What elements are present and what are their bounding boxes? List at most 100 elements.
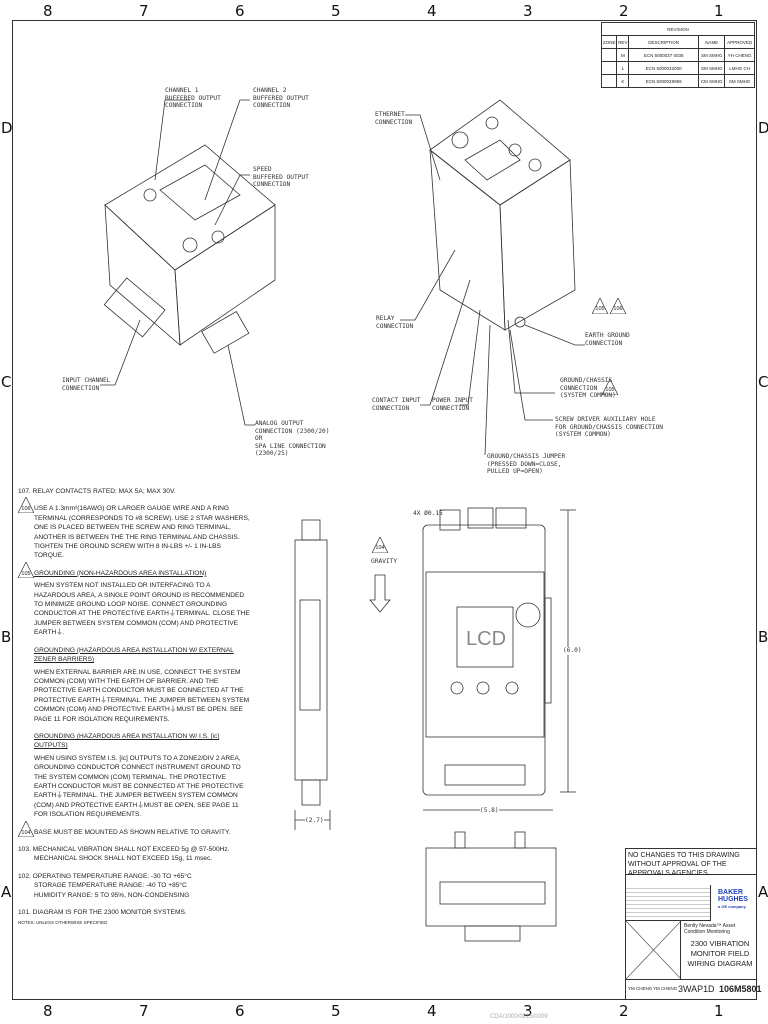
note-103b: MECHANICAL SHOCK SHALL NOT EXCEED 15g, 1… <box>34 855 213 863</box>
callout-earth-ground: EARTH GROUND CONNECTION <box>585 332 630 347</box>
approval-box <box>625 920 682 980</box>
notes-section: 107. RELAY CONTACTS RATED: MAX 5A; MAX 3… <box>18 487 250 926</box>
dim-height: (6.0) <box>563 647 582 655</box>
zone-5: 5 <box>331 2 341 20</box>
cell <box>600 74 618 88</box>
zone-7: 7 <box>139 2 149 20</box>
zone-c: C <box>758 373 768 391</box>
zone-b: B <box>1 628 12 646</box>
note-105-heading: GROUNDING (NON-HAZARDOUS AREA INSTALLATI… <box>34 569 207 577</box>
note-102a: 102. OPERATING TEMPERATURE RANGE: -30 TO… <box>18 872 192 880</box>
sheet-size: D <box>708 984 715 994</box>
marker-label: 104 <box>21 829 31 836</box>
zone-1: 1 <box>714 1002 724 1020</box>
callout-analog-output: ANALOG OUTPUT CONNECTION (2300/20) OR SP… <box>255 420 330 457</box>
note-is-heading: GROUNDING (HAZARDOUS AREA INSTALLATION W… <box>34 732 220 750</box>
revision-table: REVISION ZONE REV DESCRIPTION NAME APPRO… <box>600 22 755 88</box>
note-106: USE A 1.3mm²(16AWG) OR LARGER GAUGE WIRE… <box>34 505 250 541</box>
bottom-view <box>425 831 557 942</box>
marker-105: 105 <box>592 298 608 314</box>
callout-channel-1: CHANNEL 1 BUFFERED OUTPUT CONNECTION <box>165 87 221 109</box>
note-106-torque: TIGHTEN THE GROUND SCREW WITH 8 IN-LBS +… <box>34 543 221 560</box>
note-103a: 103. MECHANICAL VIBRATION SHALL NOT EXCE… <box>18 846 230 853</box>
callout-speed: SPEED BUFFERED OUTPUT CONNECTION <box>253 166 309 188</box>
cell: CM SMHG <box>698 74 726 88</box>
marker-104: 104 <box>18 820 34 837</box>
drawing-title: 2300 VIBRATION MONITOR FIELD WIRING DIAG… <box>687 939 753 968</box>
front-view <box>422 507 576 811</box>
note-102b: STORAGE TEMPERATURE RANGE: -40 TO +85°C <box>34 882 187 890</box>
callout-channel-2: CHANNEL 2 BUFFERED OUTPUT CONNECTION <box>253 87 309 109</box>
note-is: WHEN USING SYSTEM I.S. [ic] OUTPUTS TO A… <box>34 754 244 819</box>
note-102c: HUMIDITY RANGE: 5 TO 95%, NON-CONDENSING <box>34 891 190 899</box>
approval-warning: NO CHANGES TO THIS DRAWING WITHOUT APPRO… <box>626 849 756 877</box>
zone-5: 5 <box>331 1002 341 1020</box>
zone-2: 2 <box>619 2 629 20</box>
document-id: CDA/1000/0815/0009 <box>490 1014 548 1020</box>
zone-a: A <box>758 883 768 901</box>
marker-106: 106 <box>610 298 626 314</box>
checked-by: YM CHENG <box>653 986 678 991</box>
marker-105: 105 <box>602 379 618 395</box>
callout-relay: RELAY CONNECTION <box>376 315 414 330</box>
zone-d: D <box>1 119 13 137</box>
marker-label: 104 <box>375 545 385 551</box>
drawn-by: YM CHENG <box>628 986 653 991</box>
callout-input-channel: INPUT CHANNEL CONNECTION <box>62 377 111 392</box>
zone-b: B <box>758 628 768 646</box>
dim-depth: (2.7) <box>305 817 324 825</box>
zone-a: A <box>1 883 12 901</box>
drawing-number: 106M5801 <box>719 984 762 994</box>
marker-106: 106 <box>18 497 34 514</box>
title-block-footer: YM CHENG YM CHENG 3WAP1 D 106M5801 <box>626 979 762 1000</box>
zone-c: C <box>1 373 12 391</box>
notes-footer: NOTES: UNLESS OTHERWISE SPECIFIED <box>18 920 108 926</box>
marker-label: 105 <box>605 387 615 393</box>
isometric-view-right <box>400 99 585 456</box>
note-107: 107. RELAY CONTACTS RATED: MAX 5A; MAX 3… <box>18 488 176 495</box>
note-101: 101. DIAGRAM IS FOR THE 2300 MONITOR SYS… <box>18 909 187 917</box>
zone-4: 4 <box>427 1002 437 1020</box>
gravity-label: GRAVITY <box>371 558 398 565</box>
zone-7: 7 <box>139 1002 149 1020</box>
copyright-text <box>626 885 711 921</box>
callout-power-input: POWER INPUT CONNECTION <box>432 397 473 412</box>
callout-contact-input: CONTACT INPUT CONNECTION <box>372 397 421 412</box>
note-zener-heading: GROUNDING (HAZARDOUS AREA INSTALLATION W… <box>34 646 234 664</box>
zone-6: 6 <box>235 2 245 20</box>
drawing-border <box>12 20 757 1000</box>
zone-6: 6 <box>235 1002 245 1020</box>
note-104: BASE MUST BE MOUNTED AS SHOWN RELATIVE T… <box>34 828 231 836</box>
callout-ground-chassis: GROUND/CHASSIS CONNECTION (SYSTEM COMMON… <box>560 377 616 399</box>
zone-d: D <box>758 119 768 137</box>
dim-holes: 4X Ø0.15 <box>413 510 443 517</box>
marker-label: 106 <box>613 306 623 312</box>
marker-104: 104 <box>372 537 388 553</box>
side-view <box>294 519 331 830</box>
zone-8: 8 <box>43 2 53 20</box>
marker-label: 105 <box>21 570 31 577</box>
zone-8: 8 <box>43 1002 53 1020</box>
title-block: NO CHANGES TO THIS DRAWING WITHOUT APPRO… <box>625 848 762 1000</box>
lcd-label: LCD <box>466 628 507 650</box>
zone-1: 1 <box>714 2 724 20</box>
cell: SM SMHG <box>724 74 755 88</box>
company-name: Bently Nevada™ Asset Condition Monitorin… <box>684 923 736 935</box>
marker-label: 106 <box>21 506 31 513</box>
zone-4: 4 <box>427 2 437 20</box>
callout-jumper: GROUND/CHASSIS JUMPER (PRESSED DOWN=CLOS… <box>487 453 566 475</box>
note-zener: WHEN EXTERNAL BARRIER ARE IN USE, CONNEC… <box>34 668 250 723</box>
gravity-arrow-icon <box>369 574 391 613</box>
marker-105: 105 <box>18 561 34 578</box>
zone-2: 2 <box>619 1002 629 1020</box>
cage-code: 3WAP1 <box>678 984 709 994</box>
zone-3: 3 <box>523 1002 533 1020</box>
dim-width: (5.8) <box>480 807 499 815</box>
marker-label: 105 <box>595 306 605 312</box>
callout-ethernet: ETHERNET CONNECTION <box>375 111 413 126</box>
note-105: WHEN SYSTEM NOT INSTALLED OR INTERFACING… <box>34 582 250 637</box>
isometric-view-left <box>100 99 276 426</box>
